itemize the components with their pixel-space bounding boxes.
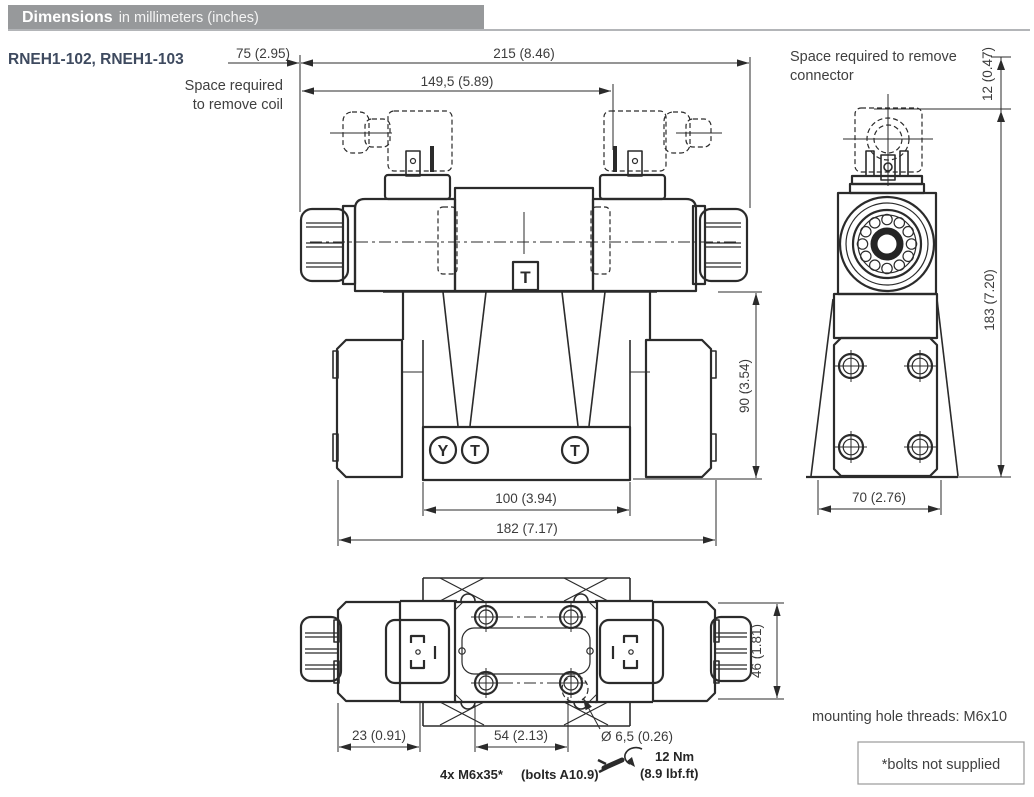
- header-divider: [8, 29, 1030, 31]
- space-connector-label-line2: connector: [790, 68, 854, 84]
- dim-100: 100 (3.94): [495, 491, 557, 506]
- mounting-threads-label: mounting hole threads: M6x10: [812, 709, 1007, 725]
- dim-75: 75 (2.95): [236, 46, 290, 61]
- front-lower-body: [332, 291, 717, 482]
- bottom-left-end: [299, 600, 402, 703]
- torque-label: 12 Nm: [655, 749, 694, 764]
- side-dashed-connector: [843, 94, 933, 186]
- bottom-view: 46 (1.81) 23 (0.91) 54 (2.13) Ø 6,5 (0.2…: [299, 577, 784, 782]
- dim-215: 215 (8.46): [493, 46, 555, 61]
- side-view: 70 (2.76) 12 (0.47) 183 (7.20): [806, 47, 1011, 515]
- dim-149: 149,5 (5.89): [421, 74, 494, 89]
- space-coil-label-line2: to remove coil: [193, 97, 283, 113]
- bottom-right-end: [651, 600, 753, 703]
- front-dashed-connector-right: [603, 110, 722, 172]
- front-right-coil: [591, 146, 749, 293]
- bottom-left-connector-face: [384, 618, 451, 685]
- bolts-note-box: [857, 741, 1025, 785]
- side-dimension-lines: [817, 56, 1011, 515]
- bottom-right-connector-face: [598, 618, 665, 685]
- dim-46: 46 (1.81): [749, 624, 764, 678]
- side-bolts: [835, 350, 936, 463]
- bottom-bolt-holes: [471, 602, 601, 730]
- dim-70: 70 (2.76): [852, 490, 906, 505]
- space-connector-label-line1: Space required to remove: [790, 49, 957, 65]
- front-left-coil: [299, 146, 457, 293]
- port-label-y: Y: [438, 443, 449, 460]
- wrench-icon: [597, 746, 643, 774]
- dim-23: 23 (0.91): [352, 728, 406, 743]
- bottom-dimension-lines: [337, 602, 784, 752]
- bottom-body-outline: [400, 577, 653, 727]
- side-coil: [836, 174, 938, 296]
- dim-90: 90 (3.54): [737, 359, 752, 413]
- header-bar: Dimensions in millimeters (inches): [8, 5, 484, 30]
- page-subtitle: in millimeters (inches): [118, 9, 259, 26]
- bolt-spec-label: 4x M6x35*: [440, 767, 504, 782]
- front-view: 75 (2.95) 215 (8.46) 149,5 (5.89): [228, 46, 762, 546]
- dim-12: 12 (0.47): [980, 47, 995, 101]
- front-valve-body: [310, 186, 740, 293]
- port-label-t1: T: [470, 443, 480, 460]
- bottom-mounting-plate: [453, 600, 599, 704]
- space-coil-label-line1: Space required: [185, 78, 283, 94]
- dim-hole-diameter: Ø 6,5 (0.26): [601, 729, 673, 744]
- model-label: RNEH1-102, RNEH1-103: [8, 51, 184, 68]
- torque-lbft-label: (8.9 lbf.ft): [640, 766, 699, 781]
- front-top-dimension-lines: [228, 55, 751, 212]
- page-title: Dimensions: [22, 8, 113, 26]
- bolt-class-label: (bolts A10.9): [521, 767, 599, 782]
- bolts-note-label: *bolts not supplied: [882, 757, 1001, 773]
- dim-54: 54 (2.13): [494, 728, 548, 743]
- port-label-t2: T: [570, 443, 580, 460]
- front-bottom-dimension-lines: [337, 291, 762, 546]
- tank-symbol: T: [520, 268, 531, 287]
- dim-183: 183 (7.20): [982, 269, 997, 331]
- side-mounting-block: [806, 292, 959, 479]
- dim-182: 182 (7.17): [496, 521, 558, 536]
